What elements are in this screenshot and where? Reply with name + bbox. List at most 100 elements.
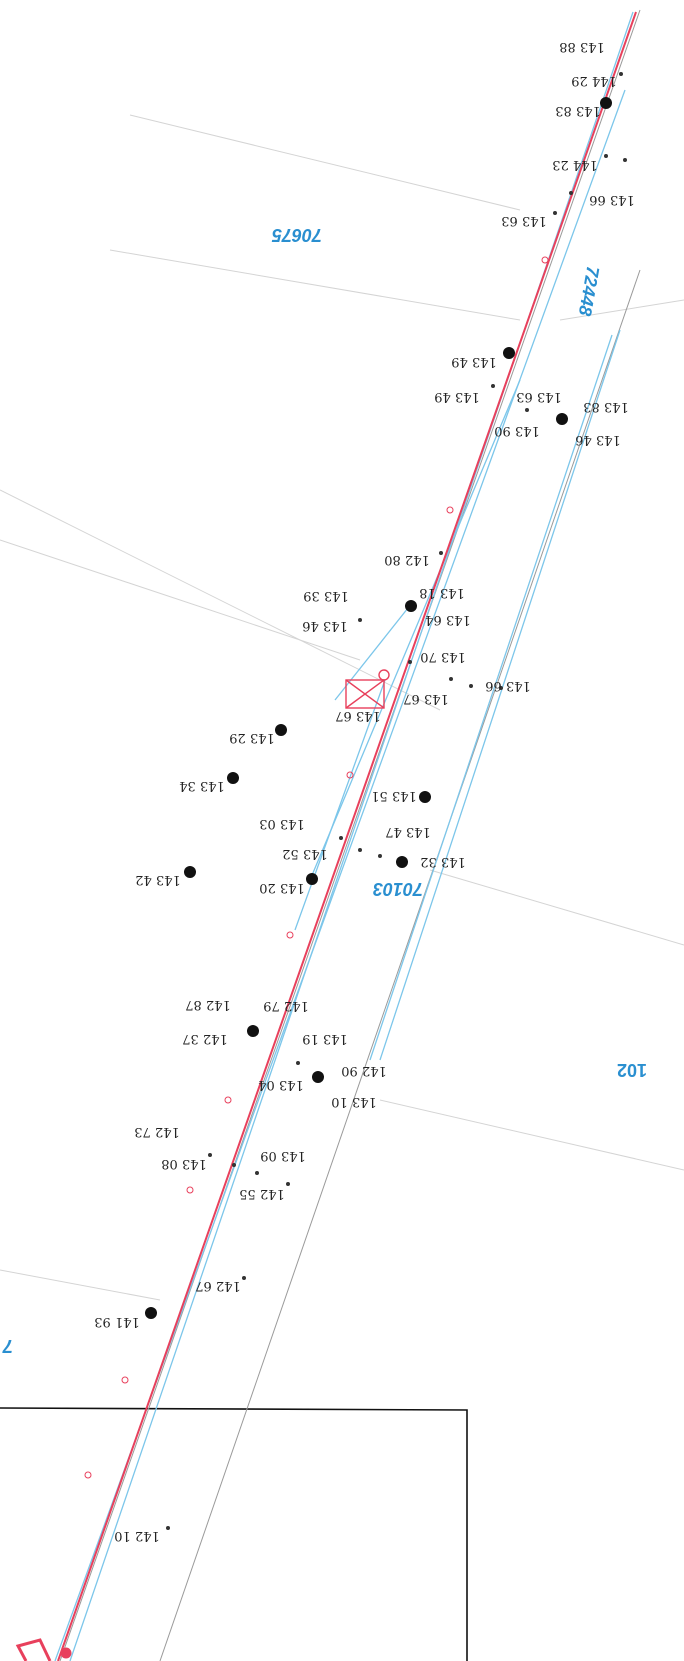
- survey-point: [604, 154, 608, 158]
- parcel-label: 70103: [373, 879, 423, 899]
- survey-point: [553, 211, 557, 215]
- parcel-label: 102: [617, 1060, 647, 1080]
- pipeline: [369, 334, 613, 1061]
- survey-point: [378, 854, 382, 858]
- survey-point: [166, 1526, 170, 1530]
- pipeline: [379, 329, 621, 1061]
- parcel-boundary: [129, 114, 521, 211]
- manhole: [312, 1071, 324, 1083]
- elevation-label: 143 39: [303, 588, 349, 603]
- parcel-boundary: [559, 299, 684, 321]
- elevation-label: 143 51: [371, 788, 417, 803]
- manhole: [184, 866, 196, 878]
- elevation-label: 143 64: [425, 612, 471, 627]
- survey-point: [499, 686, 503, 690]
- road-marker: [286, 931, 294, 939]
- road-marker: [446, 506, 454, 514]
- structure-node: [378, 669, 390, 681]
- survey-point: [255, 1171, 259, 1175]
- elevation-label: 143 67: [403, 691, 449, 706]
- parcel-boundaries: [0, 114, 684, 1301]
- manhole: [396, 856, 408, 868]
- parcel-label: 7: [2, 1336, 13, 1356]
- elevation-label: 142 87: [185, 997, 231, 1012]
- parcel-boundary: [0, 489, 441, 711]
- road-marker: [186, 1186, 194, 1194]
- elevation-label: 143 42: [135, 872, 181, 887]
- elevation-label: 143 63: [501, 213, 547, 228]
- elevation-label: 142 80: [384, 552, 430, 567]
- elevation-label: 142 10: [114, 1528, 160, 1543]
- manhole: [275, 724, 287, 736]
- elevation-label: 143 34: [179, 778, 225, 793]
- pipelines: [54, 11, 634, 1661]
- manhole: [419, 791, 431, 803]
- elevation-label: 141 93: [94, 1314, 140, 1329]
- elevation-label: 144 29: [571, 73, 617, 88]
- parcel-label: 70675: [271, 225, 322, 245]
- main-road-line: [57, 11, 637, 1661]
- elevation-label: 143 04: [258, 1077, 304, 1092]
- elevation-label: 143 83: [555, 103, 601, 118]
- manhole: [556, 413, 568, 425]
- elevation-labels: 143 88 144 29 143 83 144 23 143 66 143 6…: [94, 39, 635, 1543]
- manhole: [227, 772, 239, 784]
- elevation-label: 143 20: [259, 880, 305, 895]
- survey-point: [449, 677, 453, 681]
- elevation-label: 142 73: [134, 1124, 180, 1139]
- elevation-label: 143 32: [420, 854, 466, 869]
- road-marker: [541, 256, 549, 264]
- elevation-label: 143 66: [485, 678, 531, 693]
- manhole: [247, 1025, 259, 1037]
- elevation-label: 143 46: [575, 432, 621, 447]
- elevation-label: 143 49: [451, 354, 497, 369]
- survey-point: [358, 848, 362, 852]
- survey-point: [623, 158, 627, 162]
- road-marker: [224, 1096, 232, 1104]
- elevation-label: 144 23: [552, 157, 598, 172]
- elevation-label: 142 37: [182, 1031, 228, 1046]
- pipeline: [294, 679, 386, 931]
- survey-point: [296, 1061, 300, 1065]
- parcel-label: 72448: [575, 265, 603, 318]
- elevation-label: 143 83: [583, 399, 629, 414]
- corner-symbol: [15, 1638, 72, 1661]
- survey-point: [469, 684, 473, 688]
- manhole: [503, 347, 515, 359]
- parcel-boundary: [0, 1269, 161, 1301]
- manhole: [306, 873, 318, 885]
- survey-point: [569, 191, 573, 195]
- parcel-boundary: [429, 869, 684, 946]
- manhole: [405, 600, 417, 612]
- elevation-label: 143 90: [494, 423, 540, 438]
- road-edge: [59, 9, 641, 1661]
- elevation-label: 143 70: [420, 649, 466, 664]
- corner-dot: [60, 1647, 72, 1659]
- pipeline: [309, 379, 521, 881]
- pipeline: [334, 607, 409, 701]
- parcel-boundary: [0, 539, 361, 661]
- survey-point: [339, 836, 343, 840]
- survey-point: [232, 1163, 236, 1167]
- structure-symbol: [345, 669, 390, 709]
- survey-point: [619, 72, 623, 76]
- road-centerline: [57, 11, 637, 1661]
- elevation-label: 142 55: [239, 1186, 285, 1201]
- elevation-label: 143 09: [260, 1148, 306, 1163]
- survey-point: [525, 408, 529, 412]
- road-marker: [346, 771, 354, 779]
- elevation-label: 143 66: [589, 192, 635, 207]
- road-markers: [84, 256, 549, 1479]
- road-marker: [121, 1376, 129, 1384]
- elevation-label: 143 29: [229, 730, 275, 745]
- survey-point: [491, 384, 495, 388]
- survey-point: [408, 660, 412, 664]
- elevation-label: 143 18: [419, 585, 465, 600]
- survey-point: [439, 551, 443, 555]
- parcel-boundary: [379, 1099, 684, 1171]
- elevation-label: 143 67: [335, 708, 381, 723]
- elevation-label: 143 46: [302, 618, 348, 633]
- elevation-label: 143 19: [302, 1031, 348, 1046]
